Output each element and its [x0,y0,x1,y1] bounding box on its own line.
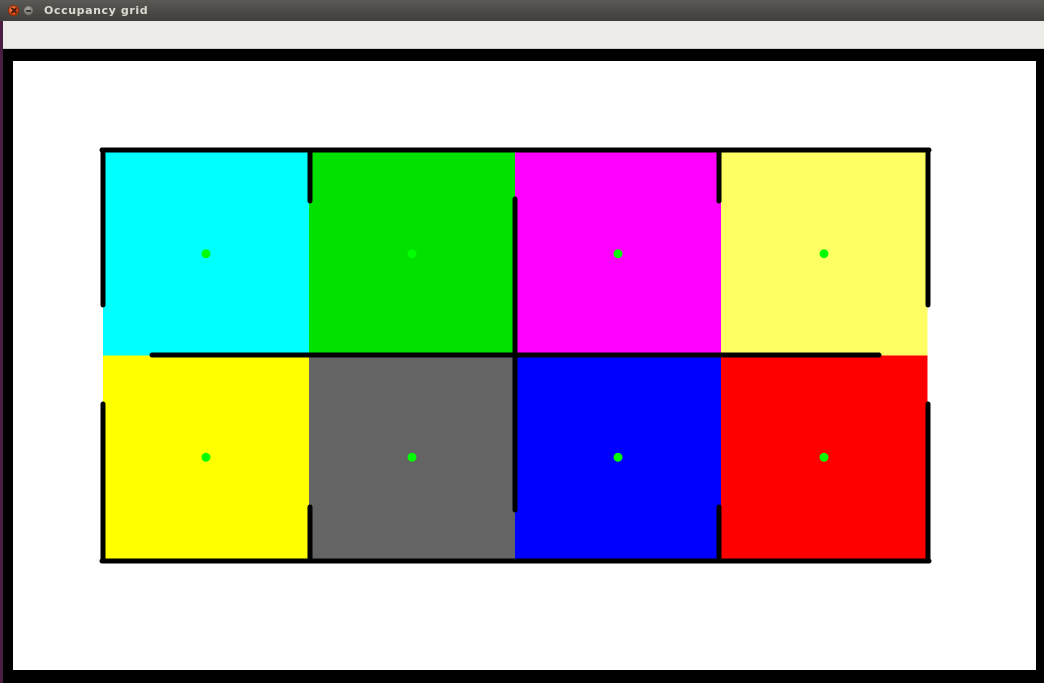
cell-center-marker-r0-c0 [201,249,211,259]
grid-walls [99,147,932,564]
cell-center-marker-r1-c0 [201,452,211,462]
cell-center-marker-r1-c1 [407,452,417,462]
window-title: Occupancy grid [44,4,149,17]
cell-center-marker-r0-c3 [819,249,829,259]
desktop-edge [0,21,3,683]
cell-center-marker-r0-c1 [407,249,417,259]
close-icon[interactable] [8,5,19,16]
cell-center-marker-r1-c2 [613,452,623,462]
minimize-icon[interactable] [23,5,34,16]
cell-center-marker-r1-c3 [819,452,829,462]
cell-center-markers [201,249,829,462]
toolbar [3,21,1044,49]
cell-center-marker-r0-c2 [613,249,623,259]
